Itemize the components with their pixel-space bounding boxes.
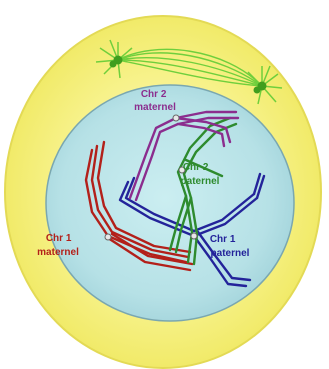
centromere-chr1-paternel [191,233,197,239]
centromere-chr2-maternel [173,115,179,121]
centromere-chr1-maternel [105,234,111,240]
